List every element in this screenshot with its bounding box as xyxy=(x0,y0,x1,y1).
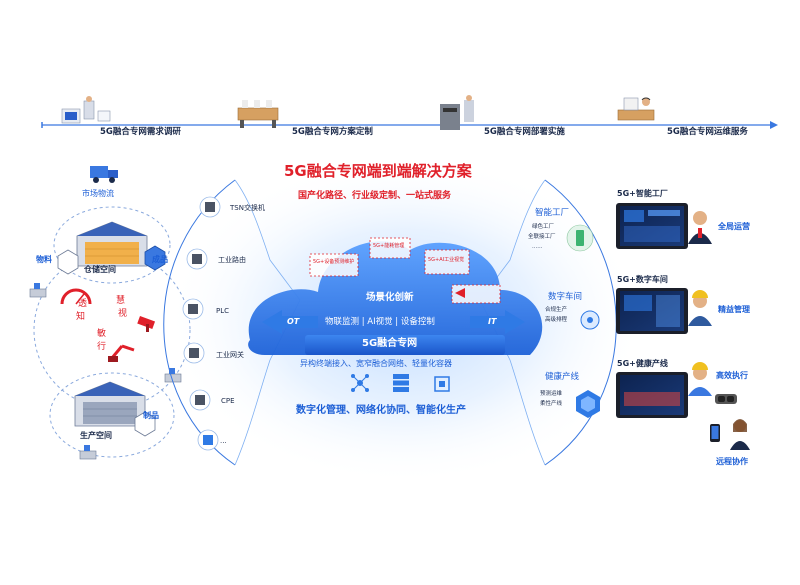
circle-word-tou: 透 xyxy=(78,299,88,309)
agv-bottom-icon xyxy=(79,445,97,460)
gauge-icon xyxy=(60,288,92,305)
tablet-digital-workshop xyxy=(616,288,688,334)
device-label-plc: PLC xyxy=(216,307,230,315)
ot-arrow xyxy=(262,310,318,334)
semi-box-icon xyxy=(134,411,156,437)
scene-sub-compliant: 合规生产 xyxy=(545,307,568,313)
step-label-service: 5G融合专网运维服务 xyxy=(667,127,748,137)
scene-boxes xyxy=(309,237,501,304)
warehouse-production-icon xyxy=(74,381,146,427)
agv-left-icon xyxy=(29,283,47,298)
manager-avatar-icon xyxy=(688,211,712,244)
chip-icon xyxy=(434,376,450,392)
device-label-tsn: TSN交换机 xyxy=(230,204,265,212)
it-arrow xyxy=(470,310,525,334)
cloud-features: 异构终端接入、宽窄融合网络、轻量化容器 xyxy=(300,359,452,368)
scene-sub-more: ...... xyxy=(532,244,543,250)
robot-arm-icon xyxy=(108,344,135,362)
role-remote-collab: 远程协作 xyxy=(716,457,748,466)
scene-sub-scheduling: 高级排程 xyxy=(545,317,568,323)
box-label-predict: 5G+设备预测维护 xyxy=(313,259,355,265)
network-icon xyxy=(351,374,369,392)
role-lean-mgmt: 精益管理 xyxy=(718,305,750,314)
healthy-line-icon xyxy=(576,390,600,418)
worker-avatar-icon xyxy=(688,362,712,396)
circle-word-min: 敏 xyxy=(97,329,107,339)
scene-sub-flexible: 柔性产线 xyxy=(540,401,563,407)
left-region xyxy=(29,166,191,460)
router-icon xyxy=(192,254,202,264)
woman-avatar-icon xyxy=(730,419,750,450)
cloud-core-title: 5G融合专网 xyxy=(362,338,418,349)
panel-title-workshop: 5G+数字车间 xyxy=(617,275,668,284)
product-box-icon xyxy=(144,245,166,271)
cloud-functions: 物联监测 | AI视觉 | 设备控制 xyxy=(325,317,435,327)
plc-icon xyxy=(188,304,198,314)
production-space-label: 生产空间 xyxy=(80,431,112,440)
cloud-scene-title: 场景化创新 xyxy=(366,292,414,303)
circle-word-xing: 行 xyxy=(97,342,107,352)
circle-word-zhi: 知 xyxy=(76,312,86,322)
tablet-smart-factory xyxy=(616,203,688,249)
product-label-top: 成品 xyxy=(152,255,168,264)
device-label-more: ... xyxy=(220,437,227,445)
scene-title-factory: 智能工厂 xyxy=(535,208,570,218)
phone-icon xyxy=(710,424,720,442)
circle-word-shi: 视 xyxy=(118,309,128,319)
timeline xyxy=(41,95,778,130)
it-label: IT xyxy=(488,317,497,326)
scene-sub-green: 绿色工厂 xyxy=(532,224,555,230)
scene-title-line: 健康产线 xyxy=(545,372,580,382)
gateway-icon xyxy=(189,348,199,358)
step1-icon xyxy=(61,96,111,124)
server-icon xyxy=(393,374,409,392)
market-logistics-label: 市场物流 xyxy=(82,189,114,198)
step4-icon xyxy=(617,97,655,121)
warehouse-storage-icon xyxy=(76,221,148,267)
role-execution: 高效执行 xyxy=(716,371,748,380)
main-title: 5G融合专网端到端解决方案 xyxy=(284,162,472,180)
device-label-router: 工业路由 xyxy=(218,256,246,264)
digital-workshop-icon xyxy=(580,310,600,330)
vr-headset-icon xyxy=(715,394,737,404)
main-subtitle: 国产化路径、行业级定制、一站式服务 xyxy=(298,191,452,201)
camera-icon xyxy=(137,316,156,332)
bottom-slogan: 数字化管理、网络化协同、智能化生产 xyxy=(296,405,466,416)
tsn-switch-icon xyxy=(205,202,215,212)
panel-title-line: 5G+健康产线 xyxy=(617,359,668,368)
cpe-icon xyxy=(195,395,205,405)
truck-icon xyxy=(90,166,118,183)
tablet-healthy-line xyxy=(616,372,688,418)
engineer-avatar-icon xyxy=(688,290,712,326)
device-label-cpe: CPE xyxy=(221,397,235,405)
device-label-gateway: 工业网关 xyxy=(216,351,244,359)
smart-factory-icon xyxy=(566,224,594,252)
step-label-research: 5G融合专网需求调研 xyxy=(100,127,181,137)
box-label-ai-vision: 5G+AI工业视觉 xyxy=(428,257,465,263)
scene-sub-predictive: 预测运维 xyxy=(540,391,563,397)
scene-title-workshop: 数字车间 xyxy=(548,292,583,302)
step-label-deploy: 5G融合专网部署实施 xyxy=(484,127,565,137)
material-box-icon xyxy=(57,249,79,275)
scene-sub-connected: 全联接工厂 xyxy=(528,234,556,240)
product-label-bottom: 制品 xyxy=(143,411,159,420)
storage-space-label: 仓储空间 xyxy=(84,265,116,274)
step3-icon xyxy=(440,95,474,130)
box-label-energy: 5G+能耗管理 xyxy=(373,243,405,249)
role-global-ops: 全局运营 xyxy=(718,222,750,231)
material-label: 物料 xyxy=(36,255,52,264)
step-label-design: 5G融合专网方案定制 xyxy=(292,127,373,137)
more-devices-icon xyxy=(203,435,213,445)
step2-icon xyxy=(237,100,279,128)
ot-label: OT xyxy=(287,317,300,326)
circle-word-hui: 慧 xyxy=(116,296,126,306)
panel-title-factory: 5G+智能工厂 xyxy=(617,189,668,198)
